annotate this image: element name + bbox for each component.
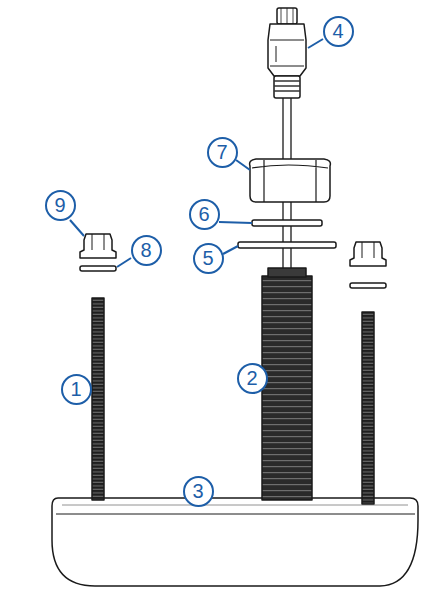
leader-line [117, 258, 131, 267]
stem-top [268, 268, 306, 277]
threaded-stem [262, 276, 312, 500]
callout-number: 3 [183, 476, 214, 507]
flange-nut [350, 242, 386, 266]
leader-line [308, 39, 323, 48]
callout-number: 6 [189, 199, 220, 230]
mounting-stud [92, 298, 104, 500]
strain-relief-ribs [274, 81, 300, 91]
nut-faces [252, 160, 328, 202]
callout-number: 4 [323, 16, 354, 47]
callout-number: 1 [61, 374, 92, 405]
strain-relief [274, 76, 300, 98]
mounting-stud [362, 312, 374, 504]
callout-number: 2 [237, 363, 268, 394]
connector-body [268, 24, 306, 76]
small-washer [252, 220, 322, 226]
leader-line [223, 246, 238, 254]
leader-line [236, 160, 250, 170]
connector-pins [281, 8, 293, 24]
connector-detail [270, 40, 304, 66]
callout-number: 8 [131, 235, 162, 266]
nut-faces [92, 234, 104, 250]
transducer-housing [52, 498, 418, 586]
flange-nut [80, 234, 116, 258]
housing-top-edge [62, 505, 408, 506]
leader-line [219, 222, 252, 223]
large-washer [238, 242, 336, 248]
small-washer [80, 266, 116, 271]
leader-line [70, 220, 84, 236]
small-washer [350, 283, 386, 288]
nut-faces [362, 242, 374, 258]
callout-number: 5 [193, 243, 224, 274]
connector-cap [277, 8, 297, 24]
housing-seam [56, 514, 415, 515]
hex-nut [250, 159, 331, 202]
callout-number: 7 [207, 137, 238, 168]
callout-number: 9 [45, 190, 76, 221]
